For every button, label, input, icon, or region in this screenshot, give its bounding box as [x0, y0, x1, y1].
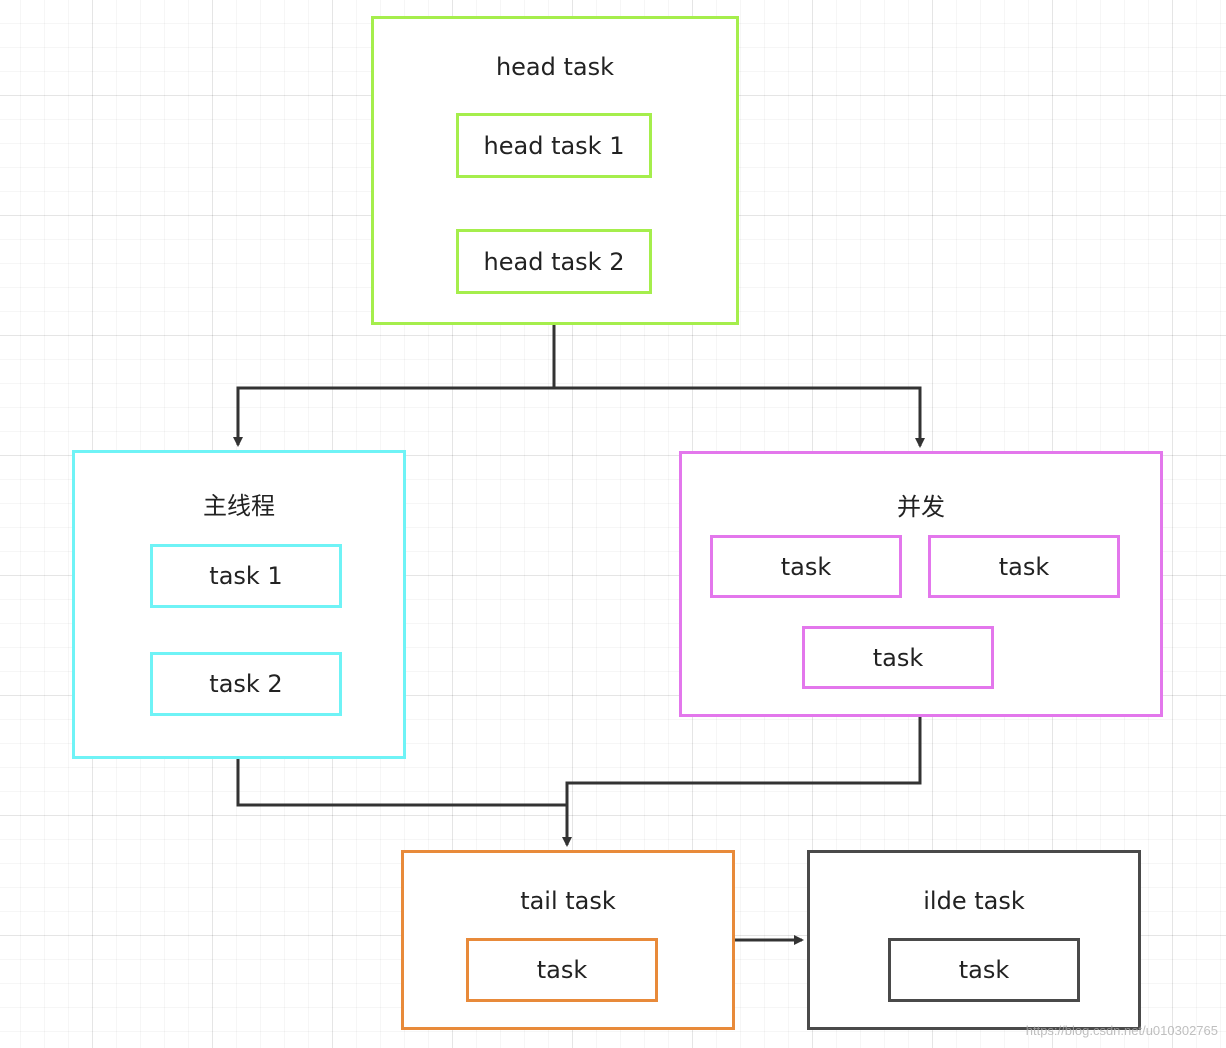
tail-task-title: tail task [520, 887, 616, 915]
head-task-title: head task [495, 53, 615, 81]
main-task-1[interactable]: task 1 [150, 544, 342, 608]
head-task-2[interactable]: head task 2 [456, 229, 652, 294]
arrow-main-to-tail [236, 759, 572, 847]
arrow-concurrent-to-tail [565, 716, 922, 805]
arrow-head-to-concurrent [554, 386, 925, 448]
concurrent-task-1[interactable]: task [710, 535, 902, 598]
idle-task-title: ilde task [923, 887, 1025, 915]
main-task-2[interactable]: task 2 [150, 652, 342, 716]
idle-task-item[interactable]: task [888, 938, 1080, 1002]
head-task-1[interactable]: head task 1 [456, 113, 652, 178]
concurrent-title: 并发 [897, 493, 945, 521]
arrow-head-to-main [233, 324, 556, 447]
tail-task-item[interactable]: task [466, 938, 658, 1002]
concurrent-task-2[interactable]: task [928, 535, 1120, 598]
main-thread-title: 主线程 [203, 492, 275, 520]
watermark: https://blog.csdn.net/u010302765 [1025, 1023, 1218, 1038]
concurrent-task-3[interactable]: task [802, 626, 994, 689]
